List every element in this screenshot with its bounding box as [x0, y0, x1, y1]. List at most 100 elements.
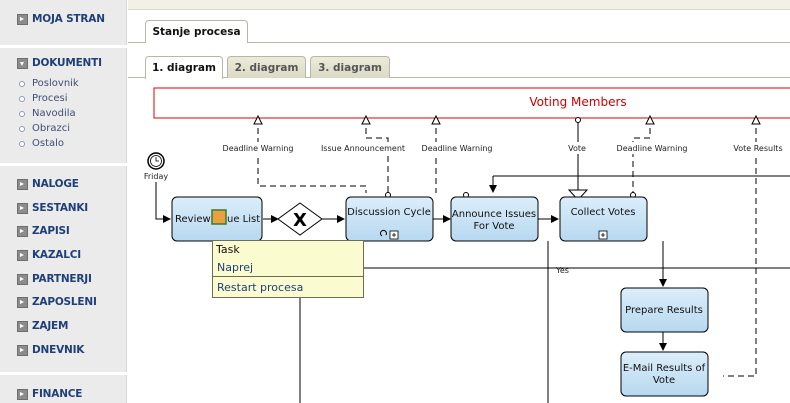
menu-divider	[213, 276, 363, 277]
annotation-label: Issue Announcement	[321, 144, 405, 153]
task-label: Review	[175, 214, 211, 225]
arrow-right-icon	[17, 344, 28, 356]
task-review-issue-list[interactable]: Review ue List	[171, 196, 263, 242]
context-menu: Task Naprej Restart procesa	[212, 240, 364, 298]
bullet-icon	[19, 140, 25, 147]
gateway-symbol: X	[293, 210, 307, 231]
tab-diagram-1[interactable]: 1. diagram	[145, 56, 223, 79]
sidebar-subitem-navodila[interactable]: Navodila	[0, 106, 127, 121]
context-menu-title: Task	[216, 243, 240, 256]
sidebar-subitem-procesi[interactable]: Procesi	[0, 91, 127, 106]
sidebar-label: MOJA STRAN	[32, 13, 105, 25]
sidebar-subitem-obrazci[interactable]: Obrazci	[0, 121, 127, 136]
tab-stanje-procesa[interactable]: Stanje procesa	[145, 20, 248, 43]
top-strip	[128, 0, 790, 10]
sidebar-item-zaposleni[interactable]: ZAPOSLENI	[0, 294, 127, 310]
sidebar-label: DNEVNIK	[32, 344, 85, 356]
timer-start-event[interactable]: Friday	[144, 152, 169, 181]
arrow-right-icon	[17, 249, 28, 261]
sidebar-sublabel: Ostalo	[32, 138, 65, 149]
task-label: Announce Issues	[452, 209, 536, 220]
task-label: For Vote	[473, 221, 514, 232]
divider	[0, 163, 127, 166]
exclusive-gateway[interactable]: X	[277, 202, 323, 236]
annotation-label: Deadline Warning	[422, 144, 493, 153]
arrow-right-icon	[17, 273, 28, 285]
lane-voting-members: Voting Members	[153, 87, 790, 119]
task-label: E-Mail Results of	[623, 363, 706, 374]
sidebar-label: ZAPOSLENI	[32, 296, 97, 308]
sidebar-item-dnevnik[interactable]: DNEVNIK	[0, 342, 127, 358]
page-tab-bar: Stanje procesa	[128, 20, 790, 43]
timer-label: Friday	[144, 172, 169, 181]
sidebar-label: KAZALCI	[32, 249, 81, 261]
message-arrowheads	[253, 114, 761, 201]
sidebar-label: SESTANKI	[32, 202, 89, 214]
sidebar-label: ZAJEM	[32, 320, 69, 332]
sidebar-item-kazalci[interactable]: KAZALCI	[0, 247, 127, 263]
arrow-right-icon	[17, 320, 28, 332]
task-collect-votes[interactable]: Collect Votes	[559, 196, 648, 242]
annotation-label: Vote	[568, 144, 586, 153]
bullet-icon	[19, 125, 25, 132]
sidebar-sublabel: Poslovnik	[32, 78, 79, 89]
arrow-right-icon	[17, 388, 28, 400]
arrow-right-icon	[17, 13, 28, 25]
task-discussion-cycle[interactable]: Discussion Cycle	[345, 196, 434, 242]
arrow-down-icon	[17, 57, 28, 69]
sidebar-label: ZAPISI	[32, 225, 70, 237]
task-announce-issues[interactable]: Announce Issues For Vote	[450, 196, 539, 242]
sidebar: MOJA STRAN DOKUMENTI Poslovnik Procesi N…	[0, 0, 127, 403]
arrow-right-icon	[17, 178, 28, 190]
sidebar-item-finance[interactable]: FINANCE	[0, 386, 127, 402]
selected-task-marker	[211, 209, 227, 225]
task-label: Vote	[653, 375, 675, 386]
task-label: Discussion Cycle	[347, 207, 431, 218]
arrow-right-icon	[17, 225, 28, 237]
task-label: Collect Votes	[571, 207, 636, 218]
divider	[0, 45, 127, 48]
sidebar-item-zapisi[interactable]: ZAPISI	[0, 223, 127, 239]
tab-diagram-3[interactable]: 3. diagram	[310, 56, 390, 78]
sidebar-sublabel: Navodila	[32, 108, 76, 119]
task-label: Prepare Results	[625, 305, 703, 316]
main-content: Stanje procesa 1. diagram 2. diagram 3. …	[128, 0, 790, 403]
arrow-right-icon	[17, 202, 28, 214]
sidebar-subitem-poslovnik[interactable]: Poslovnik	[0, 76, 127, 91]
sidebar-label: PARTNERJI	[32, 273, 92, 285]
divider	[0, 372, 127, 375]
sidebar-sublabel: Obrazci	[32, 123, 70, 134]
sidebar-item-moja-stran[interactable]: MOJA STRAN	[0, 11, 127, 27]
bullet-icon	[19, 95, 25, 102]
sidebar-item-sestanki[interactable]: SESTANKI	[0, 200, 127, 216]
loop-icon	[379, 229, 387, 237]
sidebar-subitem-ostalo[interactable]: Ostalo	[0, 136, 127, 151]
tab-diagram-2[interactable]: 2. diagram	[227, 56, 306, 78]
task-prepare-results[interactable]: Prepare Results	[620, 287, 709, 333]
sidebar-sublabel: Procesi	[32, 93, 68, 104]
diagram-tab-bar: 1. diagram 2. diagram 3. diagram	[128, 56, 790, 79]
yes-label: Yes	[555, 266, 569, 275]
annotation-label: Deadline Warning	[223, 144, 294, 153]
annotation-label: Vote Results	[733, 144, 782, 153]
bullet-icon	[19, 110, 25, 117]
sidebar-item-naloge[interactable]: NALOGE	[0, 176, 127, 192]
sidebar-item-dokumenti[interactable]: DOKUMENTI	[0, 55, 127, 71]
menu-item-naprej[interactable]: Naprej	[217, 260, 254, 274]
bullet-icon	[19, 80, 25, 87]
sequence-flows	[155, 175, 790, 403]
sidebar-item-zajem[interactable]: ZAJEM	[0, 318, 127, 334]
sidebar-label: NALOGE	[32, 178, 79, 190]
arrow-right-icon	[17, 296, 28, 308]
task-email-results[interactable]: E-Mail Results of Vote	[620, 351, 709, 397]
menu-item-restart-procesa[interactable]: Restart procesa	[217, 280, 304, 294]
sidebar-item-partnerji[interactable]: PARTNERJI	[0, 271, 127, 287]
process-diagram: Voting Members	[144, 87, 790, 403]
sidebar-label: FINANCE	[32, 388, 83, 400]
task-label-suffix: ue List	[227, 214, 260, 225]
lane-label: Voting Members	[529, 95, 626, 109]
annotation-labels: Deadline Warning Issue Announcement Dead…	[222, 142, 785, 154]
sidebar-label: DOKUMENTI	[32, 57, 102, 69]
annotation-label: Deadline Warning	[617, 144, 688, 153]
